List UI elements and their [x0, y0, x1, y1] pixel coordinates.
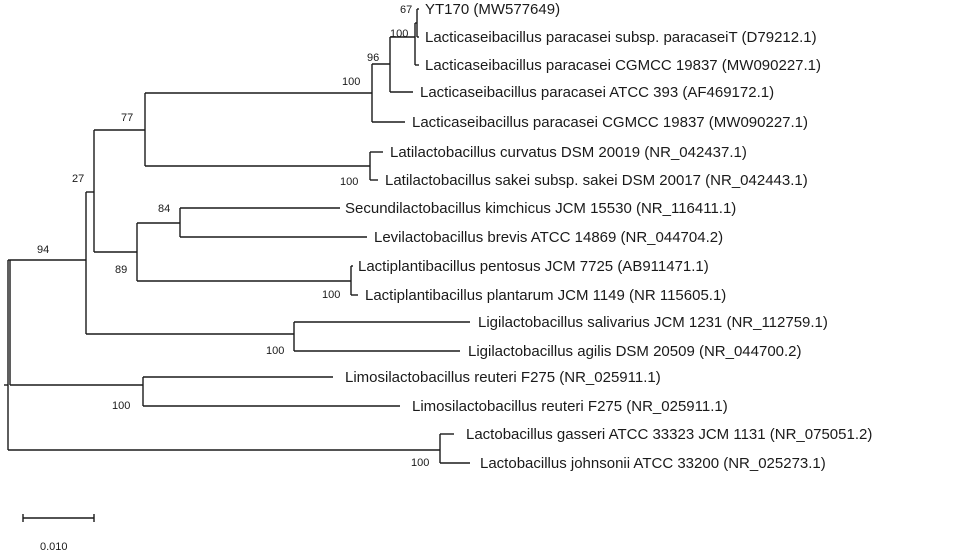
- support-label-100-lactobacillus: 100: [411, 457, 429, 469]
- leaf-label-gasseri: Lactobacillus gasseri ATCC 33323 JCM 113…: [466, 426, 872, 443]
- leaf-label-agilis: Ligilactobacillus agilis DSM 20509 (NR_0…: [468, 343, 802, 360]
- leaf-label-brevis: Levilactobacillus brevis ATCC 14869 (NR_…: [374, 229, 723, 246]
- leaf-label-mw090227-inner: Lacticaseibacillus paracasei CGMCC 19837…: [425, 57, 821, 74]
- support-label-77: 77: [121, 112, 133, 124]
- support-label-100-ligilacto: 100: [266, 345, 284, 357]
- leaf-label-salivarius: Ligilactobacillus salivarius JCM 1231 (N…: [478, 314, 828, 331]
- leaf-labels: YT170 (MW577649) Lacticaseibacillus para…: [345, 1, 872, 472]
- leaf-label-mw090227-outer: Lacticaseibacillus paracasei CGMCC 19837…: [412, 114, 808, 131]
- support-label-100-lactiplanti: 100: [322, 289, 340, 301]
- leaf-label-kimchicus: Secundilactobacillus kimchicus JCM 15530…: [345, 200, 736, 217]
- leaf-label-curvatus: Latilactobacillus curvatus DSM 20019 (NR…: [390, 144, 747, 161]
- support-label-67: 67: [400, 4, 412, 16]
- support-label-89: 89: [115, 264, 127, 276]
- leaf-label-yt170: YT170 (MW577649): [425, 1, 560, 18]
- support-label-27: 27: [72, 173, 84, 185]
- leaf-label-af469172: Lacticaseibacillus paracasei ATCC 393 (A…: [420, 84, 774, 101]
- leaf-label-reuteri-1: Limosilactobacillus reuteri F275 (NR_025…: [345, 369, 661, 386]
- leaf-label-sakei: Latilactobacillus sakei subsp. sakei DSM…: [385, 172, 808, 189]
- support-label-84: 84: [158, 203, 170, 215]
- support-label-100-limosilacto: 100: [112, 400, 130, 412]
- support-label-96: 96: [367, 52, 379, 64]
- support-values: 67 100 96 100 77 100 27 84 94 89 100 100…: [37, 4, 429, 469]
- leaf-label-pentosus: Lactiplantibacillus pentosus JCM 7725 (A…: [358, 258, 709, 275]
- leaf-label-plantarum: Lactiplantibacillus plantarum JCM 1149 (…: [365, 287, 726, 304]
- leaf-label-reuteri-2: Limosilactobacillus reuteri F275 (NR_025…: [412, 398, 728, 415]
- scale-bar-label: 0.010: [40, 541, 68, 553]
- support-label-100-inner: 100: [390, 28, 408, 40]
- tree-branches: [4, 8, 470, 464]
- leaf-label-d79212: Lacticaseibacillus paracasei subsp. para…: [425, 29, 817, 46]
- leaf-label-johnsonii: Lactobacillus johnsonii ATCC 33200 (NR_0…: [480, 455, 826, 472]
- support-label-100-latilacto: 100: [340, 176, 358, 188]
- scale-bar: 0.010: [22, 514, 95, 553]
- support-label-100-paracasei: 100: [342, 76, 360, 88]
- support-label-94: 94: [37, 244, 49, 256]
